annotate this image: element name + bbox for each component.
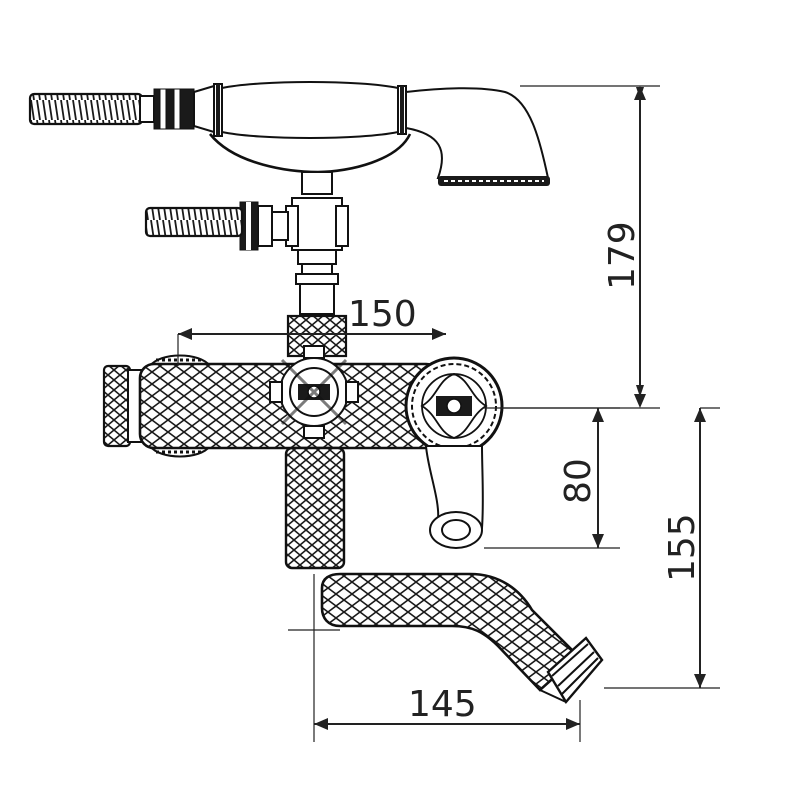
mixer-body: [102, 345, 504, 570]
shower-handle: [221, 81, 399, 139]
spout-knurled: [320, 572, 580, 692]
dim-label-150: 150: [348, 294, 417, 335]
dim-label-80: 80: [558, 458, 599, 504]
spout-stem-knurled: [284, 446, 346, 570]
hand-shower: [28, 81, 550, 186]
dim-label-155: 155: [662, 513, 703, 582]
outlet-hose: [144, 206, 244, 238]
hose-connector: [139, 95, 155, 123]
shower-hose: [28, 92, 144, 126]
bath-spout: [320, 572, 604, 705]
dim-label-179: 179: [602, 221, 643, 290]
shower-holder-riser: [144, 171, 349, 358]
dim-label-145: 145: [408, 684, 477, 725]
dimension-lines: [177, 85, 720, 742]
